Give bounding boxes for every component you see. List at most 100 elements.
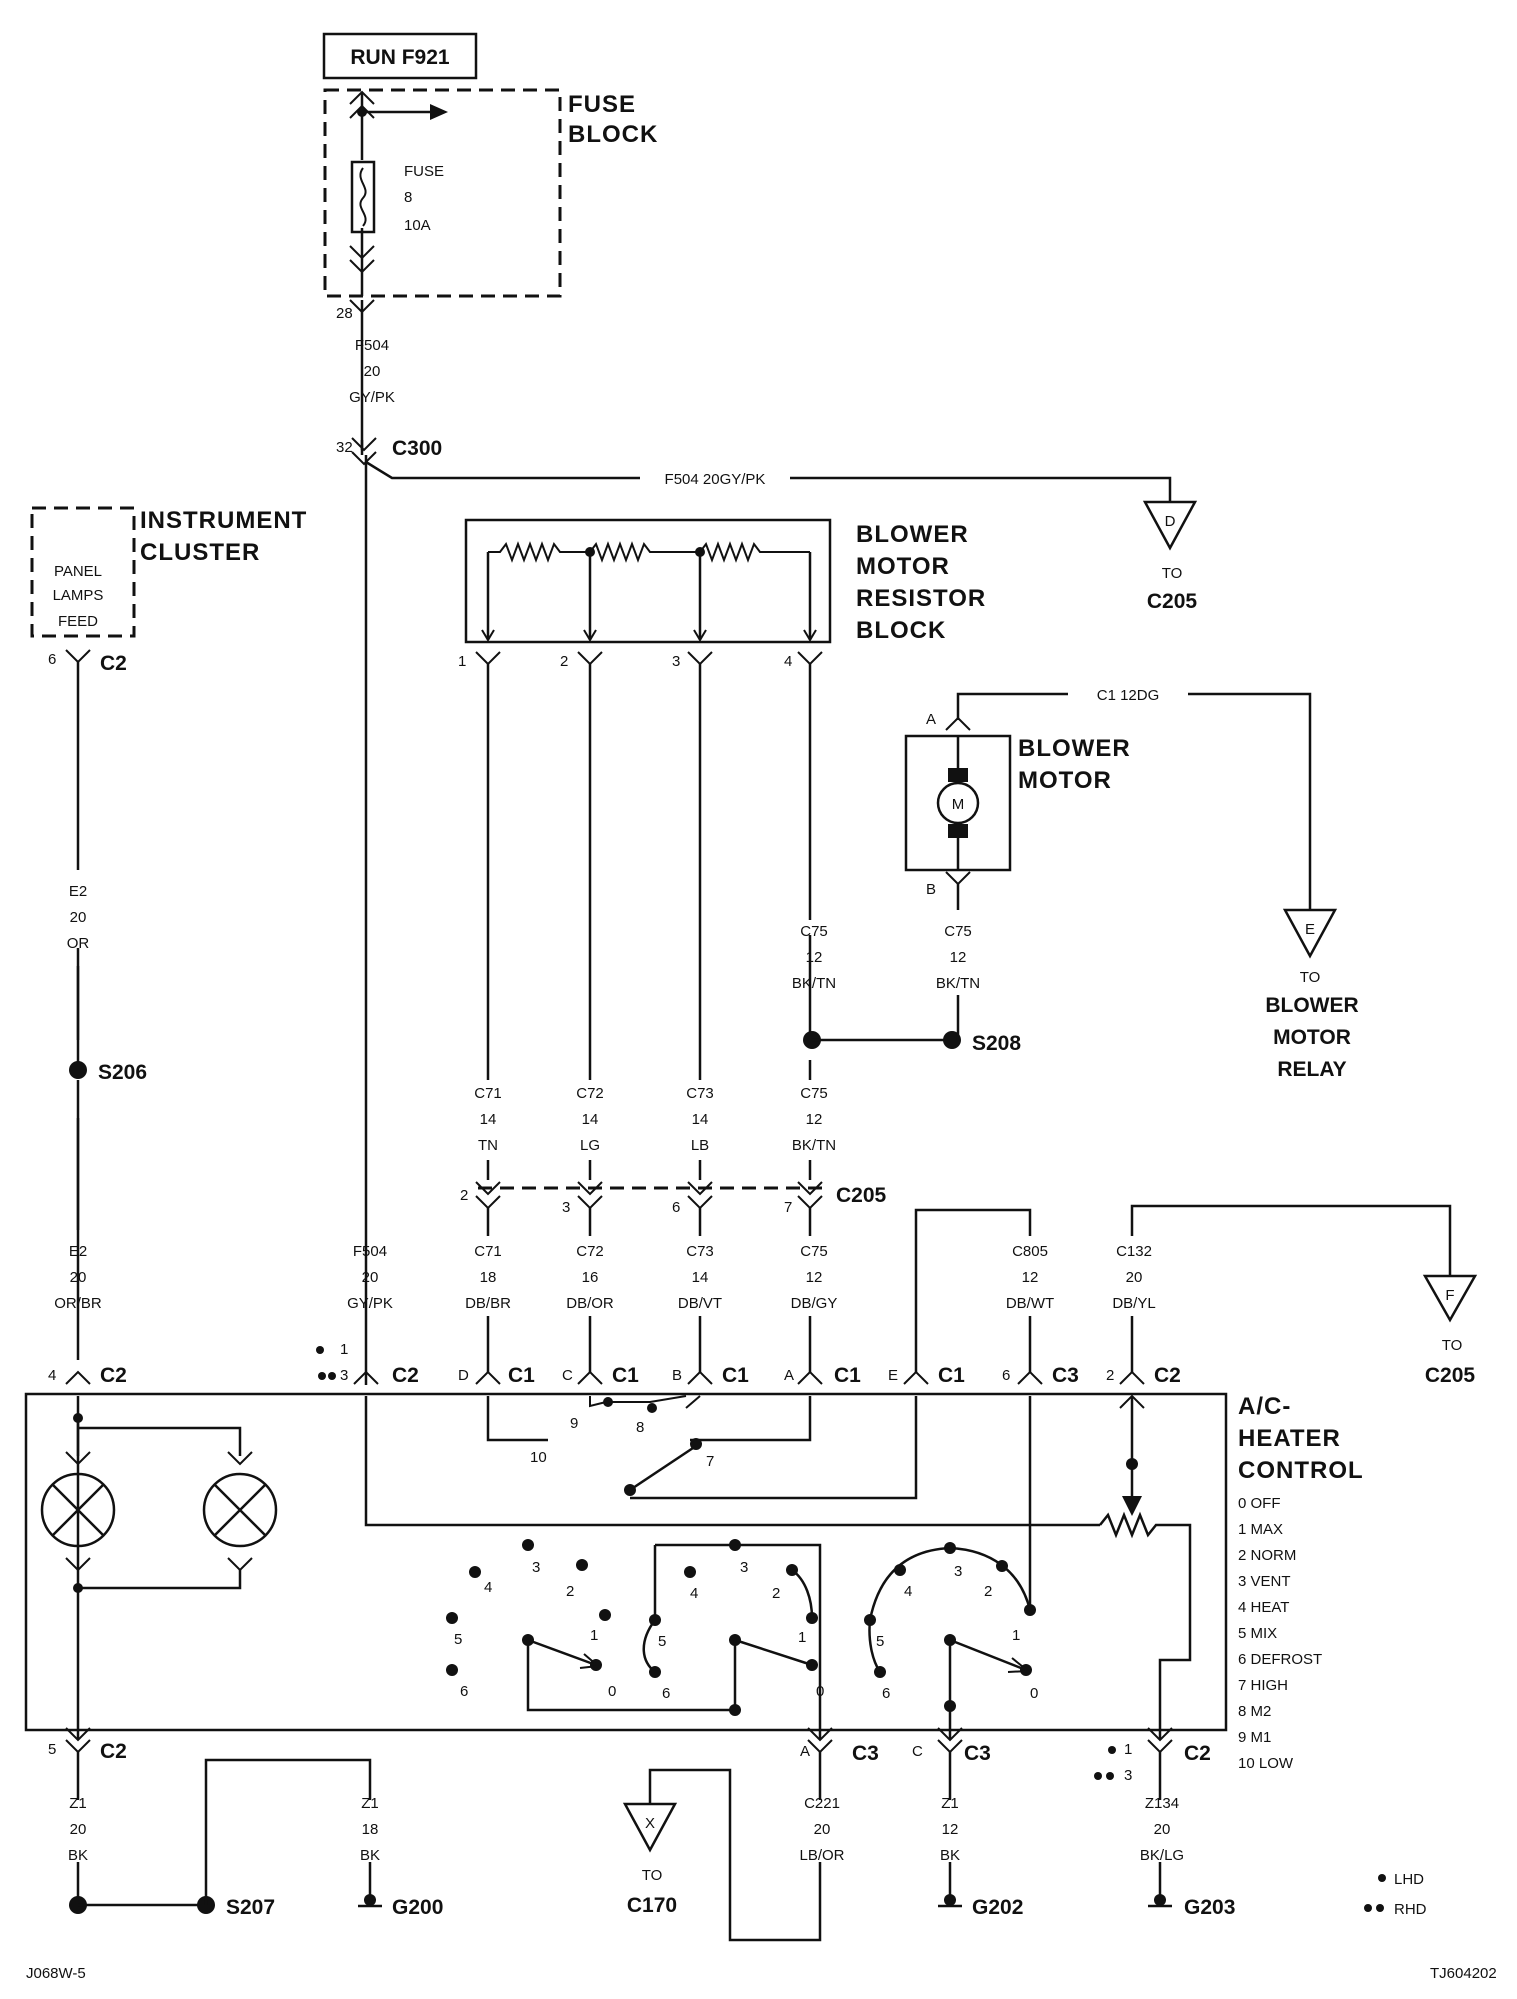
bottom-conn-1-name: C2 <box>100 1740 127 1763</box>
e2-lower-color: OR/BR <box>54 1295 102 1312</box>
lower-wire-7-gauge: 20 <box>1126 1269 1143 1286</box>
conn-x-letter: X <box>645 1815 655 1832</box>
lower-wire-3-circuit: C72 <box>576 1243 604 1260</box>
bottom-conn-4-lhd-dot <box>1108 1746 1116 1754</box>
lamp-bottom-wiring <box>78 1570 242 1590</box>
rs1-dot-2 <box>576 1559 588 1571</box>
e2-upper-color: OR <box>67 935 90 952</box>
switch-9-contact <box>589 1396 607 1408</box>
legend-10: 10 LOW <box>1238 1755 1294 1772</box>
lower-wire-6-gauge: 12 <box>1022 1269 1039 1286</box>
cluster-pin: 6 <box>48 651 56 668</box>
e2-lower-gauge: 20 <box>70 1269 87 1286</box>
resistor-output-wires <box>486 664 812 1080</box>
wiper-arrow-icon <box>1122 1496 1142 1516</box>
lower-wire-1-gauge: 20 <box>362 1269 379 1286</box>
instrument-cluster-title-1: INSTRUMENT <box>140 507 307 534</box>
bottom-conn-4-name: C2 <box>1184 1742 1211 1765</box>
panel-lamps-line-1: PANEL <box>54 563 102 580</box>
blower-pin-b: B <box>926 881 936 898</box>
g200-ground-dot <box>364 1894 376 1906</box>
resistor-block-title-1: BLOWER <box>856 521 969 548</box>
conn-e-dest-2: MOTOR <box>1273 1026 1351 1049</box>
blower-feed-label: C1 12DG <box>1097 687 1160 704</box>
bottom-conn-3-pin: C <box>912 1743 923 1760</box>
upper-wire-3-color: LB <box>691 1137 709 1154</box>
c205-lower-stubs <box>486 1208 812 1236</box>
top-conn-8-pin: 6 <box>1002 1367 1010 1384</box>
bottom-wire-4-circuit: Z1 <box>941 1795 959 1812</box>
lamp-left-cross <box>52 1484 104 1536</box>
upper-wire-4-circuit: C75 <box>800 1085 828 1102</box>
switch-7-pivot <box>624 1484 636 1496</box>
c205-upper-stubs <box>486 1160 812 1180</box>
lower-wire-3-gauge: 16 <box>582 1269 599 1286</box>
top-conn-2-name: C2 <box>392 1364 419 1387</box>
legend-4: 4 HEAT <box>1238 1599 1289 1616</box>
c75-upper-circuit: C75 <box>800 923 828 940</box>
bottom-wire-2-gauge: 18 <box>362 1821 379 1838</box>
lamp-left-icon <box>40 1472 116 1548</box>
hvac-title-2: HEATER <box>1238 1425 1341 1452</box>
upper-wire-4-gauge: 12 <box>806 1111 823 1128</box>
legend-8: 8 M2 <box>1238 1703 1271 1720</box>
rs2-dot-6 <box>649 1666 661 1678</box>
legend-1: 1 MAX <box>1238 1521 1283 1538</box>
conn-d-dest: C205 <box>1147 590 1198 613</box>
fuse-symbol <box>350 160 376 234</box>
conn-f-triangle <box>1422 1274 1478 1323</box>
c75-upper-gauge: 12 <box>806 949 823 966</box>
fuse-block-title-1: FUSE <box>568 91 636 118</box>
lower-wire-7-color: DB/YL <box>1112 1295 1155 1312</box>
c75-right-gauge: 12 <box>950 949 967 966</box>
c300-pin: 32 <box>336 439 353 456</box>
switch-7-label: 7 <box>706 1453 714 1470</box>
top-conn-2-lhd-pin: 1 <box>340 1341 348 1358</box>
c75-upper-color: BK/TN <box>792 975 836 992</box>
blower-motor-title-1: BLOWER <box>1018 735 1131 762</box>
blower-pin-a: A <box>926 711 936 728</box>
top-conn-9-name: C2 <box>1154 1364 1181 1387</box>
lamp-top-connectors <box>65 1451 253 1466</box>
bottom-conn-4-rhd-dot-2 <box>1106 1772 1114 1780</box>
s206-splice-dot <box>69 1061 87 1079</box>
rs1-pos-2: 2 <box>566 1583 574 1600</box>
rs3-arc <box>868 1546 1032 1621</box>
fuse-label: FUSE <box>404 163 444 180</box>
rs2-pos-4: 4 <box>690 1585 698 1602</box>
rs3-blade <box>949 1638 1027 1672</box>
top-conn-7-pin: E <box>888 1367 898 1384</box>
lamp-top-wiring <box>76 1418 242 1456</box>
bottom-wire-5-gauge: 20 <box>1154 1821 1171 1838</box>
switch-8-dot <box>647 1403 657 1413</box>
fuse-block-title-2: BLOCK <box>568 121 658 148</box>
cluster-c2-connector <box>65 649 91 664</box>
arrow-right-icon <box>430 104 448 120</box>
legend-7: 7 HIGH <box>1238 1677 1288 1694</box>
lower-wire-4-color: DB/VT <box>678 1295 722 1312</box>
lower-wire-3-color: DB/OR <box>566 1295 614 1312</box>
rs2-common-dot <box>729 1704 741 1716</box>
bottom-wire-1-gauge: 20 <box>70 1821 87 1838</box>
top-conn-5-pin: B <box>672 1367 682 1384</box>
rs1-dot-1 <box>599 1609 611 1621</box>
resistor-block-box <box>464 518 832 644</box>
c75-right-color: BK/TN <box>936 975 980 992</box>
run-box <box>322 32 478 80</box>
conn-x-to: TO <box>642 1867 663 1884</box>
switch-9-label: 9 <box>570 1415 578 1432</box>
top-conn-2-rhd-dot-1 <box>318 1372 326 1380</box>
bottom-wire-2-circuit: Z1 <box>361 1795 379 1812</box>
panel-lamps-line-3: FEED <box>58 613 98 630</box>
bottom-conn-2-pin: A <box>800 1743 810 1760</box>
conn-e-dest-3: RELAY <box>1277 1058 1346 1081</box>
rs2-pos-3: 3 <box>740 1559 748 1576</box>
rs3-dot-4 <box>894 1564 906 1576</box>
fuse-bottom-connector <box>349 245 375 274</box>
lower-wire-1-circuit: F504 <box>353 1243 387 1260</box>
upper-wire-4-color: BK/TN <box>792 1137 836 1154</box>
conn-d-letter: D <box>1165 513 1176 530</box>
g202-ground-dot <box>944 1894 956 1906</box>
top-conn-9-pin: 2 <box>1106 1367 1114 1384</box>
s207-label: S207 <box>226 1896 275 1919</box>
